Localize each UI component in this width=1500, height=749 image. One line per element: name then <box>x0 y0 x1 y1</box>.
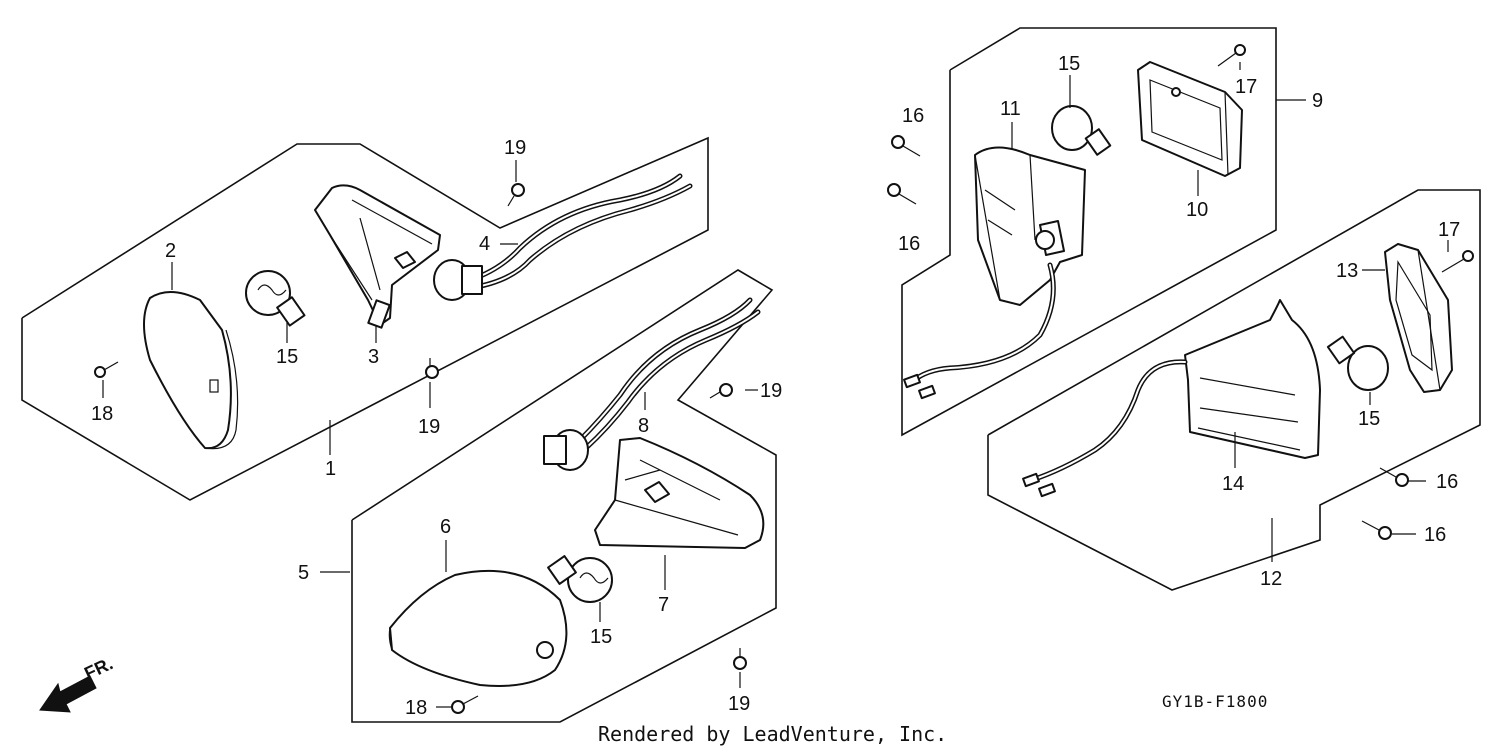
rear-left-wire[interactable] <box>903 262 1056 400</box>
bulb-front-right[interactable] <box>547 555 613 603</box>
callout-10[interactable]: 10 <box>1186 199 1208 221</box>
callout-18-right[interactable]: 18 <box>405 697 427 719</box>
callout-labels: 2 15 3 4 1 18 19 19 19 8 5 6 7 15 18 19 … <box>91 53 1460 719</box>
callout-16-c[interactable]: 16 <box>1436 471 1458 493</box>
callout-11[interactable]: 11 <box>1000 98 1021 120</box>
front-left-housing[interactable] <box>314 184 441 329</box>
callout-3[interactable]: 3 <box>368 346 379 368</box>
front-direction-arrow: FR. <box>39 653 116 713</box>
callout-19-c[interactable]: 19 <box>760 380 782 402</box>
callout-4[interactable]: 4 <box>479 233 490 255</box>
bulb-front-left[interactable] <box>245 270 306 327</box>
screw-16-a[interactable] <box>891 135 921 157</box>
callout-7[interactable]: 7 <box>658 594 669 616</box>
screw-18-right[interactable] <box>451 695 479 714</box>
callout-15-rear-right[interactable]: 15 <box>1358 408 1380 430</box>
screw-16-b[interactable] <box>887 183 917 205</box>
leader-lines <box>102 62 1449 708</box>
bulb-rear-right[interactable] <box>1326 335 1389 391</box>
callout-16-d[interactable]: 16 <box>1424 524 1446 546</box>
front-left-socket-wire[interactable] <box>433 173 693 301</box>
front-left-lens[interactable] <box>143 291 239 450</box>
callout-14[interactable]: 14 <box>1222 473 1244 495</box>
screw-17-b[interactable] <box>1441 250 1474 273</box>
callout-5[interactable]: 5 <box>298 562 309 584</box>
screw-16-c[interactable] <box>1379 467 1409 487</box>
frame-front-right-assembly <box>351 269 777 723</box>
rear-right-housing[interactable] <box>1184 299 1321 459</box>
front-right-lens[interactable] <box>388 569 568 687</box>
rear-left-housing[interactable] <box>974 146 1086 306</box>
screw-16-d[interactable] <box>1361 520 1392 540</box>
callout-13[interactable]: 13 <box>1336 260 1358 282</box>
callout-17-b[interactable]: 17 <box>1438 219 1460 241</box>
callout-16-a[interactable]: 16 <box>902 105 924 127</box>
front-right-housing[interactable] <box>594 437 765 549</box>
callout-6[interactable]: 6 <box>440 516 451 538</box>
arrow-icon <box>39 675 97 713</box>
callout-9[interactable]: 9 <box>1312 90 1323 112</box>
frame-front-left-assembly <box>21 136 709 501</box>
frame-rear-left-assembly <box>901 27 1277 437</box>
callout-17-a[interactable]: 17 <box>1235 76 1257 98</box>
bulb-rear-left[interactable] <box>1051 105 1112 156</box>
callout-1[interactable]: 1 <box>325 458 336 480</box>
callout-19-b[interactable]: 19 <box>418 416 440 438</box>
callout-12[interactable]: 12 <box>1260 568 1282 590</box>
callout-16-b[interactable]: 16 <box>898 233 920 255</box>
screw-19-d[interactable] <box>733 648 747 670</box>
callout-15-front-right[interactable]: 15 <box>590 626 612 648</box>
frame-rear-right-assembly <box>987 189 1481 591</box>
screw-19-a[interactable] <box>507 183 525 207</box>
callout-15-rear-left[interactable]: 15 <box>1058 53 1080 75</box>
callout-8[interactable]: 8 <box>638 415 649 437</box>
screw-17-a[interactable] <box>1217 44 1246 67</box>
rear-left-lens[interactable] <box>1137 61 1243 177</box>
callout-18-left[interactable]: 18 <box>91 403 113 425</box>
screw-19-c[interactable] <box>709 383 733 399</box>
rear-right-lens[interactable] <box>1384 243 1453 393</box>
callout-19-d[interactable]: 19 <box>728 693 750 715</box>
front-right-socket-wire[interactable] <box>543 297 761 471</box>
diagram-code: GY1B-F1800 <box>1162 692 1268 711</box>
screw-19-b[interactable] <box>425 358 439 379</box>
callout-19-a[interactable]: 19 <box>504 137 526 159</box>
screw-18-left[interactable] <box>94 361 119 378</box>
callout-2[interactable]: 2 <box>165 240 176 262</box>
callout-15-front-left[interactable]: 15 <box>276 346 298 368</box>
rear-right-wire[interactable] <box>1022 359 1188 498</box>
credit-text: Rendered by LeadVenture, Inc. <box>598 722 947 746</box>
